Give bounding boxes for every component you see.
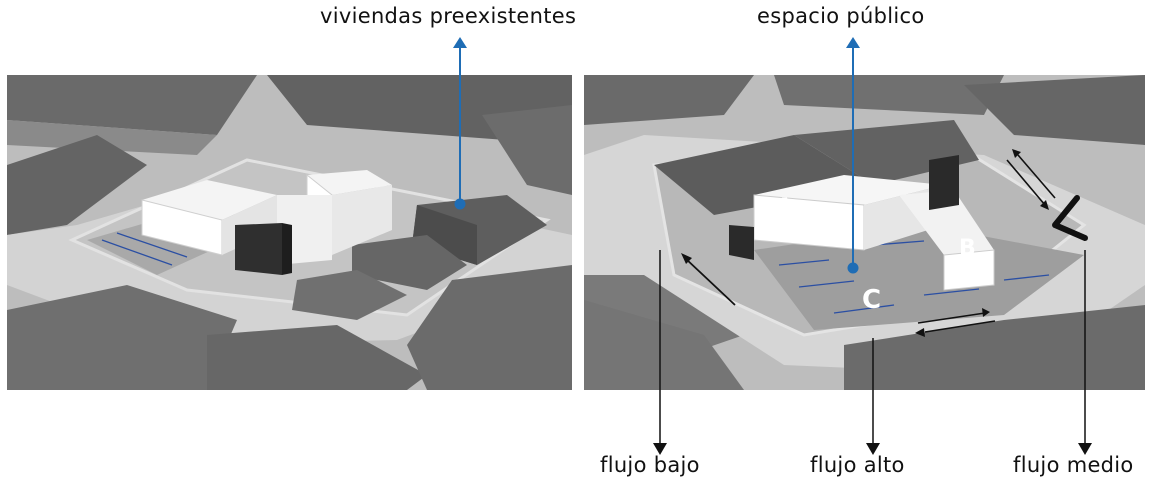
aerial-view-proposal: [584, 75, 1145, 390]
aerial-view-existing-drawing: [7, 75, 572, 390]
caption-flujo-alto: flujo alto: [810, 453, 905, 477]
aerial-view-proposal-drawing: [584, 75, 1145, 390]
caption-flujo-medio: flujo medio: [1013, 453, 1134, 477]
caption-espacio-publico: espacio público: [757, 4, 925, 28]
caption-viviendas-preexistentes: viviendas preexistentes: [320, 4, 577, 28]
caption-flujo-bajo: flujo bajo: [600, 453, 700, 477]
aerial-view-existing: [7, 75, 572, 390]
